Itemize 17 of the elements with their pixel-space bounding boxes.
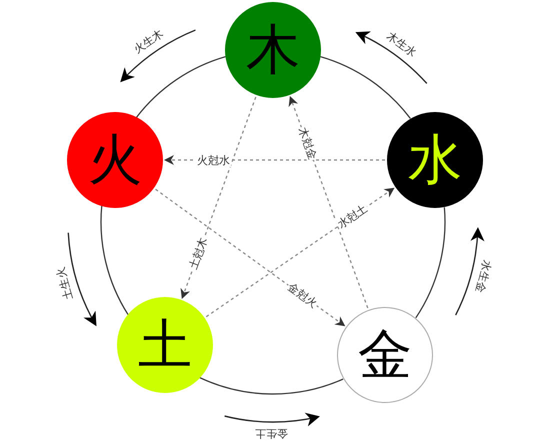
- arrow-label: 水生金: [474, 258, 493, 294]
- arrow-label: 金生土: [254, 428, 288, 440]
- element-circle: 土: [117, 297, 213, 393]
- circle-arc: [136, 56, 226, 118]
- element-circle: 金: [337, 307, 433, 403]
- element-circle: 水: [387, 112, 483, 208]
- element-circle: 木: [225, 2, 321, 98]
- circle-arc: [199, 377, 344, 394]
- arrow: [155, 188, 346, 326]
- circle-arc: [415, 207, 446, 318]
- circle-arc: [320, 56, 411, 119]
- circle-arc: [100, 206, 129, 316]
- arrow-label: 火生木: [132, 28, 166, 56]
- element-circle: 火: [67, 112, 163, 208]
- arrow-label: 土生火: [54, 266, 75, 301]
- edge-label: 火尅水: [196, 154, 231, 166]
- arrow-label: 木生水: [385, 30, 418, 59]
